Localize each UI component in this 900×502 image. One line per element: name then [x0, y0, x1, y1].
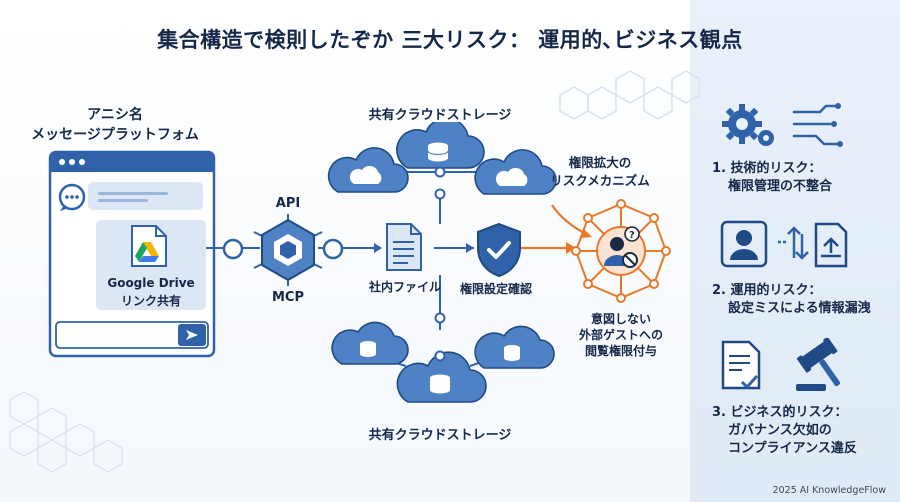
risk-3-line3: コンプライアンス違反: [728, 441, 857, 456]
connector-node-right: [322, 238, 344, 260]
risk-1-line2: 権限管理の不整合: [728, 179, 833, 194]
cloud-storage-network-bottom: [331, 312, 555, 403]
transfer-icon: [778, 226, 809, 260]
operational-risk-icons: [720, 220, 848, 268]
external-guest-network-icon: ?: [571, 199, 671, 303]
document-icon: [721, 340, 761, 390]
mechanism-label-line1: 権限拡大の: [568, 155, 632, 170]
platform-title-line2: メッセージプラットフォム: [31, 127, 199, 143]
drive-label-line1: Google Drive: [107, 276, 195, 290]
risk-1-line1: 1. 技術的リスク：: [712, 161, 822, 176]
risk-3-line2: ガバナンス欠如の: [728, 423, 832, 438]
risk-2-line2: 設定ミスによる情報漏洩: [728, 301, 871, 316]
hub-label-bottom: MCP: [271, 290, 304, 305]
gavel-icon: [796, 338, 841, 391]
shield-check-icon: [477, 222, 521, 278]
upload-tray-icon: [814, 222, 848, 268]
svg-text:?: ?: [629, 230, 635, 241]
hex-network-decoration: [559, 70, 700, 120]
drive-label-line2: リンク共有: [120, 294, 181, 308]
guest-label-line3: 閲覧権限付与: [584, 344, 657, 358]
shield-label: 権限設定確認: [459, 282, 532, 296]
mechanism-label-line2: リスクメカニズム: [550, 173, 650, 188]
guest-label-line1: 意図しない: [590, 312, 651, 326]
cloud-bottom-label: 共有クラウドストレージ: [368, 428, 512, 443]
guest-label-line2: 外部ゲストへの: [578, 328, 663, 342]
gears-icon: [722, 104, 774, 146]
api-hub-icon: [253, 214, 323, 286]
risk-2-line1: 2. 運用的リスク：: [712, 283, 822, 298]
risk-3-line1: 3. ビジネス的リスク：: [712, 405, 848, 420]
file-label: 社内ファイル: [368, 280, 441, 294]
footer-credit: 2025 AI KnowledgeFlow: [772, 485, 886, 496]
google-drive-icon: [131, 225, 167, 267]
cloud-top-label: 共有クラウドストレージ: [368, 108, 512, 123]
hub-label-top: API: [275, 196, 301, 211]
connector-node-left: [222, 238, 244, 260]
user-icon: [720, 220, 768, 268]
hex-network-decoration-bottom: [9, 391, 123, 473]
cloud-storage-network-top: [327, 122, 557, 200]
chat-bubble-icon: [58, 183, 86, 211]
file-document-icon: [386, 223, 422, 271]
circuit-icon: [792, 103, 843, 147]
platform-title-line1: アニシ名: [87, 107, 143, 123]
page-title: 集合構造で検則したぞか 三大リスク： 運用的､ビジネス観点: [157, 28, 743, 52]
